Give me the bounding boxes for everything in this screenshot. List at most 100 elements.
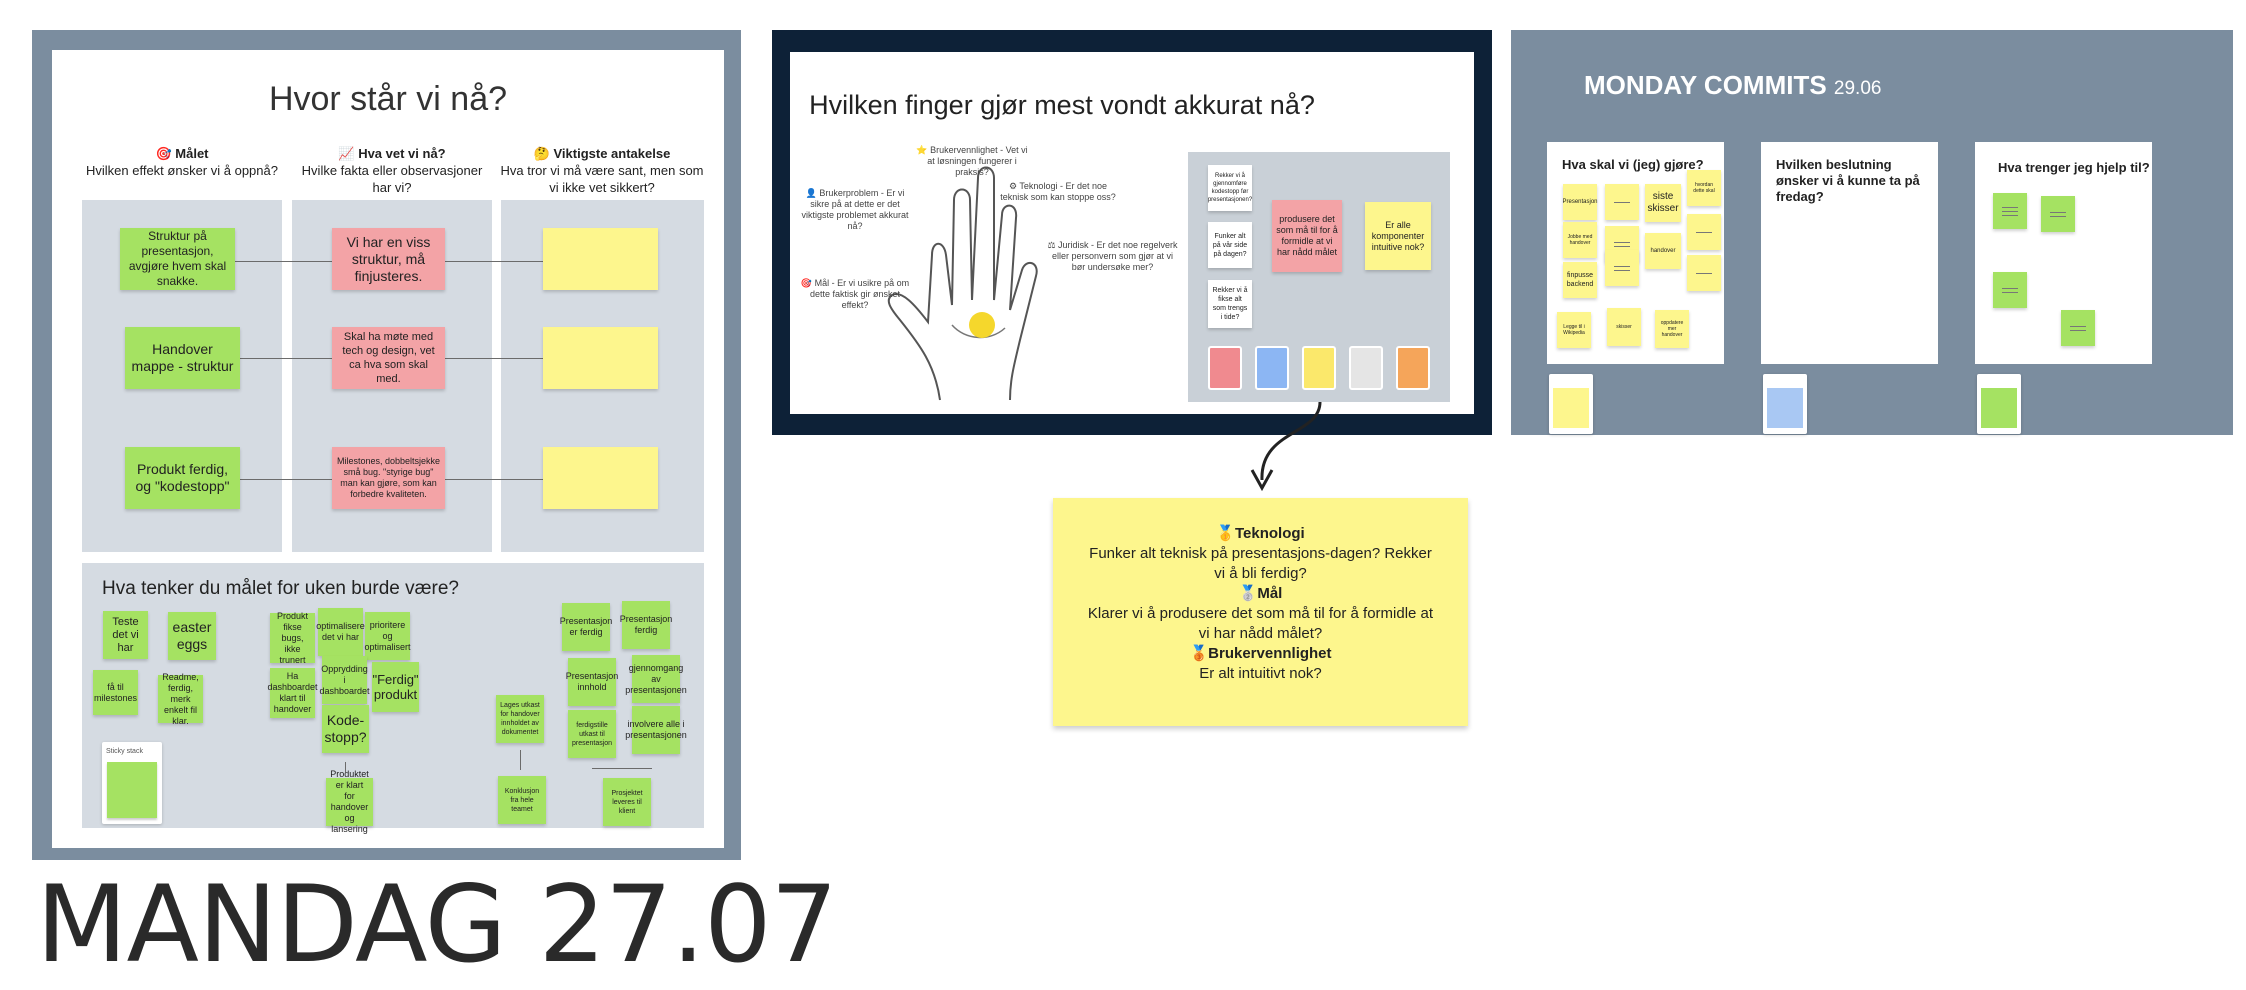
- board-beslutning[interactable]: Hvilken beslutning ønsker vi å kunne ta …: [1761, 142, 1938, 364]
- sticky-stack-yellow[interactable]: [1549, 374, 1593, 434]
- frame-title: Hvor står vi nå?: [268, 80, 508, 118]
- sticky-note[interactable]: Legge til i Wikipedia: [1557, 312, 1591, 348]
- sticky-note-empty[interactable]: [543, 447, 658, 509]
- sticky-note[interactable]: Presentasjon innhold: [566, 658, 618, 706]
- chart-icon: 📈: [338, 146, 355, 161]
- connector-line: [345, 762, 346, 772]
- column-subtitle: Hvilken effekt ønsker vi å oppnå?: [86, 163, 278, 178]
- sticky-note[interactable]: Ha dashboardet klart til handover: [267, 668, 318, 718]
- callout-text: Klarer vi å produsere det som må til for…: [1087, 605, 1434, 642]
- sticky-stack-top: [107, 762, 157, 818]
- sticky-note-fact[interactable]: Skal ha møte med tech og design, vet ca …: [332, 327, 445, 389]
- sticky-stack[interactable]: Sticky stack: [102, 742, 162, 824]
- sticky-note[interactable]: Prosjektet leveres til klient: [603, 778, 651, 826]
- sticky-note[interactable]: Presentasjon ferdig: [620, 601, 672, 649]
- callout-heading: Brukervennlighet: [1208, 645, 1332, 662]
- sticky-note[interactable]: Kode-stopp?: [322, 705, 369, 753]
- sticky-note[interactable]: Produkt fikse bugs, ikke trunert: [270, 611, 315, 665]
- sticky-note[interactable]: Teste det vi har: [103, 611, 148, 659]
- sticky-note-empty[interactable]: [543, 228, 658, 290]
- frame-title: MONDAY COMMITS 29.06: [1584, 70, 1881, 101]
- column-header-hva-vet-vi: 📈 Hva vet vi nå? Hvilke fakta eller obse…: [292, 145, 492, 196]
- column-header-malet: 🎯 Målet Hvilken effekt ønsker vi å oppnå…: [82, 145, 282, 179]
- sticky-note[interactable]: få til milestones: [93, 670, 138, 715]
- callout-sticky-note[interactable]: 🥇Teknologi Funker alt teknisk på present…: [1053, 498, 1468, 726]
- sticky-stack-gray[interactable]: [1349, 346, 1383, 390]
- connector-line: [592, 768, 652, 769]
- sticky-note-fact[interactable]: Vi har en viss struktur, må finjusteres.: [332, 228, 445, 290]
- sticky-note-empty[interactable]: [543, 327, 658, 389]
- sticky-note[interactable]: Readme, ferdig, merk enkelt fil klar.: [158, 672, 203, 726]
- sticky-note[interactable]: easter eggs: [168, 612, 216, 660]
- sticky-note[interactable]: Rekker vi å gjennomføre kodestopp før pr…: [1208, 165, 1252, 211]
- connector-line: [240, 358, 332, 359]
- column-heading: Hva vet vi nå?: [358, 146, 446, 161]
- label-brukervennlighet: ⭐ Brukervennlighet - Vet vi at løsningen…: [916, 145, 1028, 177]
- label-brukerproblem: 👤 Brukerproblem - Er vi sikre på at dett…: [801, 188, 909, 231]
- sticky-note[interactable]: Jobbe med handover: [1563, 222, 1597, 258]
- sticky-note[interactable]: handover: [1645, 233, 1681, 269]
- sticky-note[interactable]: "Ferdig" produkt: [372, 662, 419, 712]
- sticky-note[interactable]: [1993, 272, 2027, 308]
- label-mal: 🎯 Mål - Er vi usikre på om dette faktisk…: [800, 278, 910, 310]
- sticky-note[interactable]: Opprydding i dashboardet: [319, 656, 370, 704]
- sticky-note[interactable]: prioritere og optimalisert: [365, 612, 411, 660]
- sticky-stack-yellow[interactable]: [1302, 346, 1336, 390]
- sticky-note[interactable]: Rekker vi å fikse alt som trengs i tide?: [1208, 280, 1252, 328]
- callout-heading: Teknologi: [1234, 525, 1305, 542]
- sticky-note-fact[interactable]: Milestones, dobbeltsjekke små bug. "styr…: [332, 447, 445, 509]
- sticky-note[interactable]: Presentasjon: [1562, 184, 1598, 220]
- sticky-note[interactable]: [1993, 193, 2027, 229]
- sticky-note[interactable]: Funker alt på vår side på dagen?: [1208, 222, 1252, 268]
- sticky-note-goal[interactable]: Produkt ferdig, og "kodestopp": [125, 447, 240, 509]
- sticky-stack-blue[interactable]: [1255, 346, 1289, 390]
- sticky-note[interactable]: gjennomgang av presentasjonen: [625, 655, 687, 703]
- sticky-stack-top: [1981, 388, 2017, 428]
- sticky-note[interactable]: Presentasjon er ferdig: [560, 603, 612, 651]
- sticky-note[interactable]: [1687, 214, 1721, 250]
- sticky-note[interactable]: involvere alle i presentasjonen: [625, 706, 687, 754]
- label-juridisk: ⚖ Juridisk - Er det noe regelverk eller …: [1047, 240, 1178, 272]
- sticky-stack-pink[interactable]: [1208, 346, 1242, 390]
- connector-line: [445, 358, 543, 359]
- sticky-note[interactable]: [2061, 310, 2095, 346]
- sticky-note-goal[interactable]: Struktur på presentasjon, avgjøre hvem s…: [120, 228, 235, 290]
- section-title: Hva tenker du målet for uken burde være?: [102, 578, 459, 599]
- sticky-note[interactable]: [1605, 184, 1639, 220]
- sticky-note[interactable]: Lages utkast for handover innholdet av d…: [496, 695, 544, 743]
- sticky-note[interactable]: produsere det som må til for å formidle …: [1272, 200, 1342, 272]
- frame-title-text: MONDAY COMMITS: [1584, 70, 1827, 100]
- sticky-note[interactable]: ferdigstille utkast til presentasjon: [568, 710, 616, 758]
- sticky-note[interactable]: [1687, 255, 1721, 291]
- sticky-note[interactable]: Er alle komponenter intuitive nok?: [1365, 202, 1431, 270]
- callout-text: Er alt intuitivt nok?: [1199, 665, 1322, 682]
- connector-line: [445, 479, 543, 480]
- sticky-note-goal[interactable]: Handover mappe - struktur: [125, 327, 240, 389]
- sticky-note[interactable]: skisser: [1607, 308, 1641, 346]
- frame-date: 29.06: [1833, 78, 1882, 99]
- curved-arrow-icon: [1250, 401, 1322, 492]
- board-title: Hvilken beslutning ønsker vi å kunne ta …: [1776, 157, 1920, 204]
- thinking-face-icon: 🤔: [533, 146, 550, 161]
- connector-line: [235, 261, 332, 262]
- board-title: Hva trenger jeg hjelp til?: [1998, 160, 2150, 175]
- sticky-note[interactable]: optimalisere det vi har: [316, 608, 365, 656]
- sticky-stack-orange[interactable]: [1396, 346, 1430, 390]
- sticky-stack-blue[interactable]: [1763, 374, 1807, 434]
- column-subtitle: Hvilke fakta eller observasjoner har vi?: [301, 163, 483, 195]
- sticky-note[interactable]: siste skisser: [1645, 184, 1681, 222]
- sticky-stack-green[interactable]: [1977, 374, 2021, 434]
- sticky-note[interactable]: Produktet er klart for handover og lanse…: [326, 769, 373, 834]
- sticky-note[interactable]: oppdatere mer handover: [1655, 310, 1689, 348]
- sticky-note[interactable]: finpusse backend: [1563, 262, 1597, 298]
- sticky-note[interactable]: [2041, 196, 2075, 232]
- sticky-note[interactable]: [1605, 250, 1639, 286]
- connector-line: [445, 261, 543, 262]
- sticky-note[interactable]: Konklusjon fra hele teamet: [498, 776, 546, 824]
- board-date-heading: MANDAG 27.07: [36, 863, 838, 986]
- column-header-antakelse: 🤔 Viktigste antakelse Hva tror vi må vær…: [500, 145, 704, 196]
- sticky-note[interactable]: hvordan dette skal: [1687, 170, 1721, 206]
- column-subtitle: Hva tror vi må være sant, men som vi ikk…: [500, 163, 704, 195]
- frame-title: Hvilken finger gjør mest vondt akkurat n…: [809, 90, 1315, 120]
- column-heading: Målet: [175, 146, 209, 161]
